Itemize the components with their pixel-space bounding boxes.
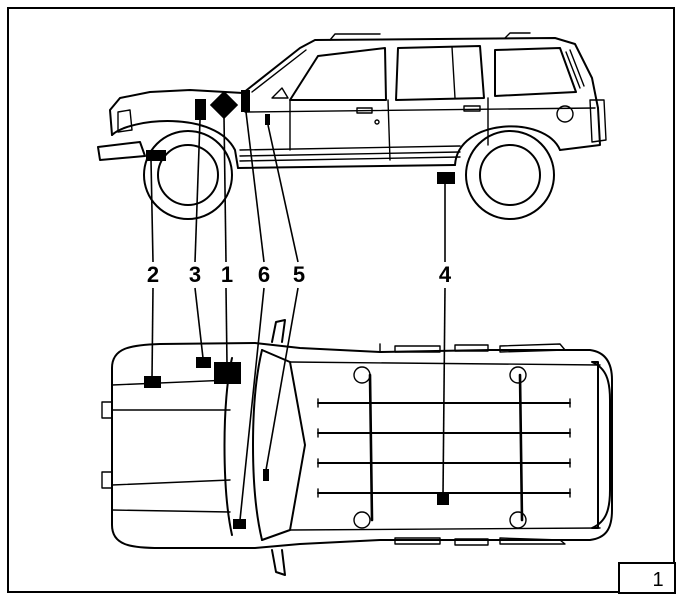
- marker-2-side: [146, 150, 166, 161]
- marker-5-top: [263, 469, 269, 481]
- marker-6-side: [241, 90, 250, 112]
- top-view-vehicle: [101, 319, 613, 576]
- marker-4-top: [437, 494, 449, 505]
- marker-2-top: [144, 376, 161, 388]
- marker-1-side: [209, 90, 239, 120]
- callout-2: 2: [147, 262, 159, 287]
- callout-3: 3: [189, 262, 201, 287]
- side-view-vehicle: [97, 32, 607, 220]
- callout-5: 5: [293, 262, 305, 287]
- marker-3-side: [195, 99, 206, 120]
- figure-number-box: [618, 562, 676, 594]
- callout-4: 4: [439, 262, 452, 287]
- diagram-frame: [7, 7, 675, 593]
- marker-1-top: [214, 362, 241, 384]
- callout-6: 6: [258, 262, 270, 287]
- leader-lines: [150, 111, 446, 521]
- figure-number: 1: [652, 569, 663, 591]
- marker-4-side: [437, 172, 455, 184]
- marker-5-side: [265, 114, 270, 125]
- marker-6-top: [233, 519, 246, 529]
- callout-1: 1: [221, 262, 233, 287]
- marker-3-top: [196, 357, 211, 368]
